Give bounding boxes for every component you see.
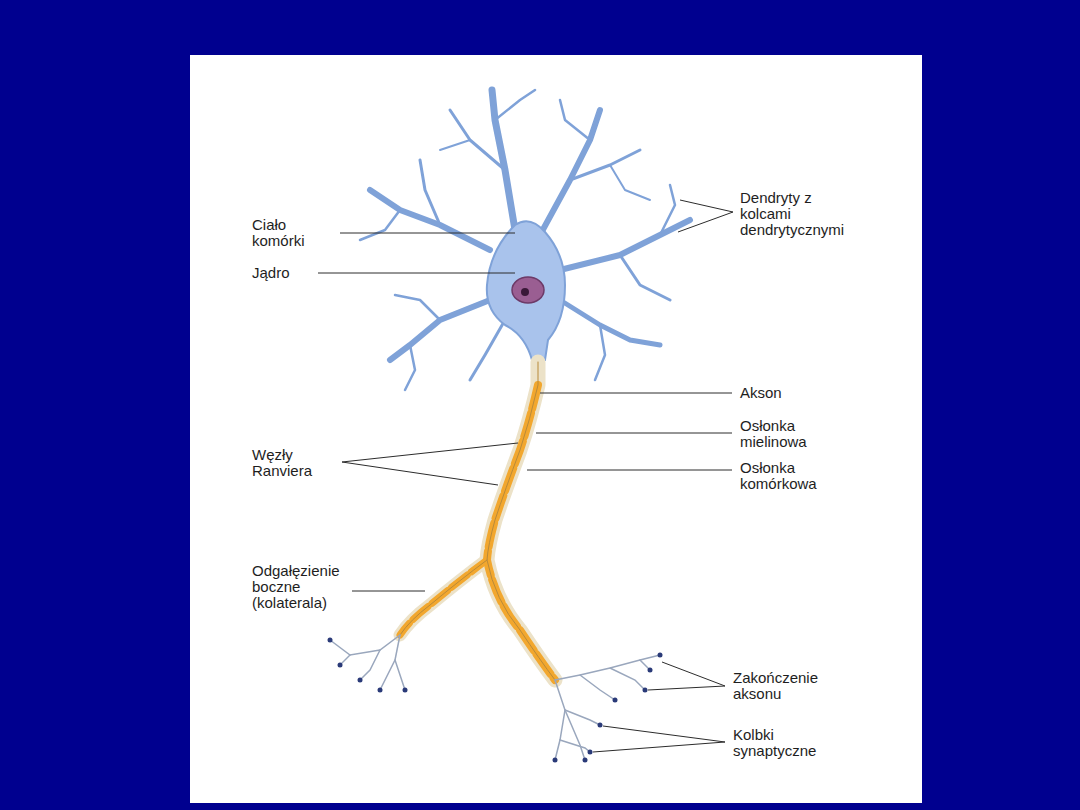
collateral-label: Odgałęzienie boczne (kolaterala) [252, 563, 350, 611]
nucleus [512, 277, 544, 303]
leader-lines [318, 200, 733, 752]
nucleolus [521, 288, 529, 296]
dendrites [360, 90, 690, 390]
axon-terminal-label: Zakończenie aksonu [733, 670, 843, 702]
cell-body [487, 221, 565, 360]
nucleus-label: Jądro [252, 265, 312, 281]
axon-terminals [330, 635, 660, 760]
ranvier-nodes-label: Węzły Ranviera [252, 447, 334, 479]
cell-sheath-label: Osłonka komórkowa [740, 460, 840, 492]
dendrites-label: Dendryty z kolcami dendrytycznymi [740, 190, 858, 238]
cell-body-label: Ciało komórki [252, 217, 332, 249]
myelin-label: Osłonka mielinowa [740, 418, 836, 450]
synaptic-knobs-label: Kolbki synaptyczne [733, 727, 833, 759]
axon [400, 362, 555, 680]
axon-label: Akson [740, 385, 830, 401]
white-panel [190, 55, 922, 803]
synaptic-knobs [328, 638, 663, 763]
